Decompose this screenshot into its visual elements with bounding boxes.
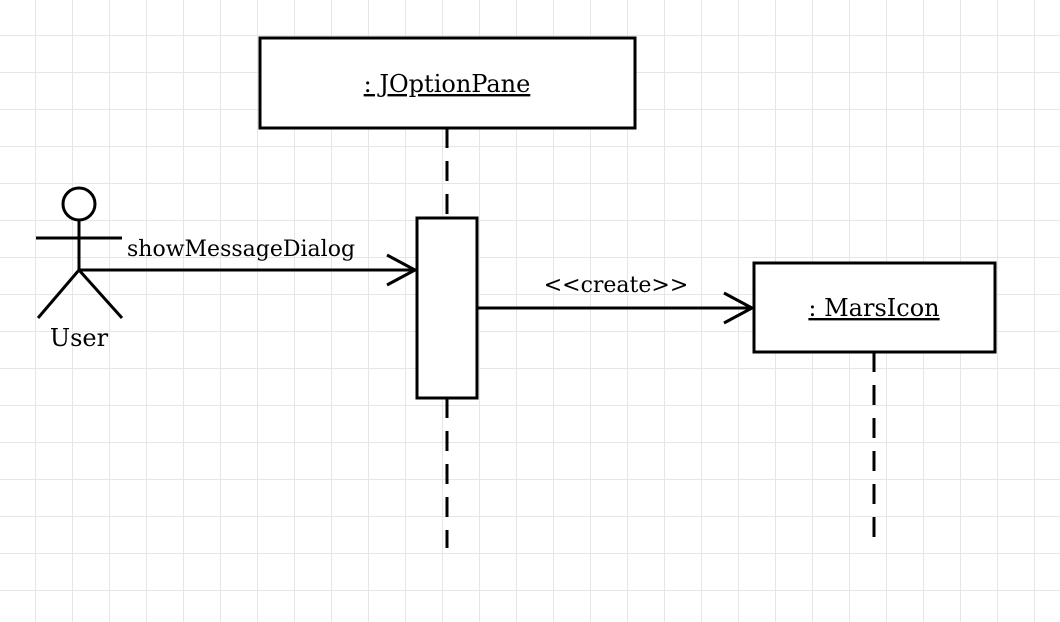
joptionpane-label: : JOptionPane (364, 70, 531, 98)
marsicon-label: : MarsIcon (808, 294, 939, 322)
message-show-message-dialog[interactable]: showMessageDialog (79, 237, 419, 287)
message-label: showMessageDialog (127, 237, 355, 262)
actor-right-leg (77, 268, 124, 320)
message-label: <<create>> (544, 273, 689, 298)
actor-label: User (50, 324, 109, 352)
lifeline-joptionpane[interactable]: : JOptionPane (258, 36, 637, 548)
joptionpane-box (258, 36, 637, 130)
actor-head (61, 186, 97, 222)
lifeline-marsicon[interactable]: : MarsIcon (752, 261, 997, 548)
open-arrowhead-icon (386, 253, 419, 287)
joptionpane-activation-bar[interactable] (415, 216, 479, 400)
actor-left-leg (36, 269, 81, 319)
message-create[interactable]: <<create>> (477, 273, 756, 325)
actor-user[interactable]: User (36, 186, 124, 352)
open-arrowhead-icon (723, 291, 756, 325)
